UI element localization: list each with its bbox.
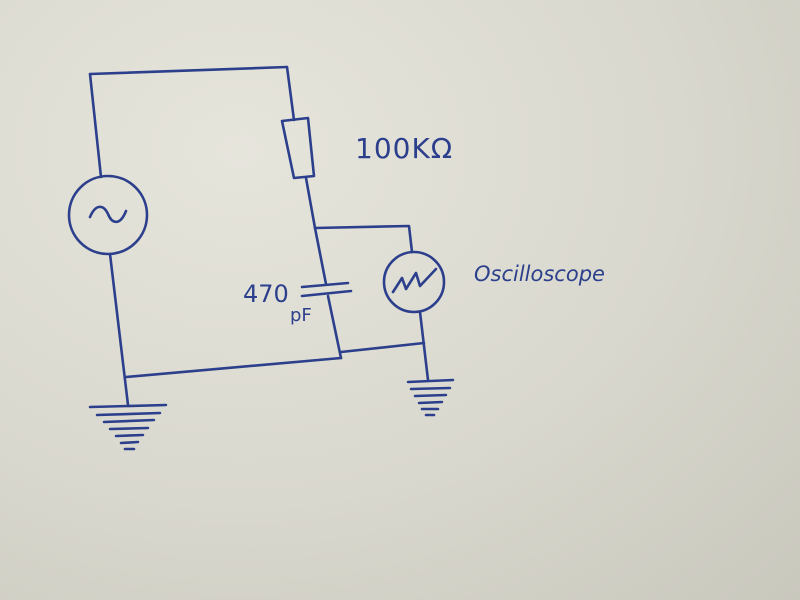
- wire-resistor-to-junction: [304, 176, 317, 230]
- capacitor-value: 470: [243, 280, 289, 308]
- wire-left-upper: [88, 72, 103, 179]
- ground-icon: [88, 403, 168, 451]
- ground-icon: [406, 378, 455, 417]
- oscilloscope-label: Oscilloscope: [474, 262, 605, 286]
- wire-capacitor-lower: [326, 294, 343, 360]
- resistor-icon: [280, 116, 316, 180]
- wire-capacitor-to-scope: [339, 341, 426, 354]
- wire-right-upper: [285, 65, 296, 122]
- wire-junction-to-capacitor: [313, 226, 328, 286]
- wire-top: [88, 65, 289, 76]
- ac-source-icon: [67, 174, 149, 256]
- wire-bottom: [124, 356, 343, 379]
- oscilloscope-icon: [382, 250, 446, 314]
- sawtooth-wave-icon: [391, 267, 438, 294]
- wire-junction-to-scope: [313, 224, 414, 254]
- capacitor-icon: [300, 281, 353, 298]
- resistor-label: 100KΩ: [355, 132, 454, 165]
- wire-scope-to-ground: [418, 310, 430, 382]
- wire-left-lower: [108, 252, 130, 407]
- capacitor-unit: pF: [290, 305, 312, 326]
